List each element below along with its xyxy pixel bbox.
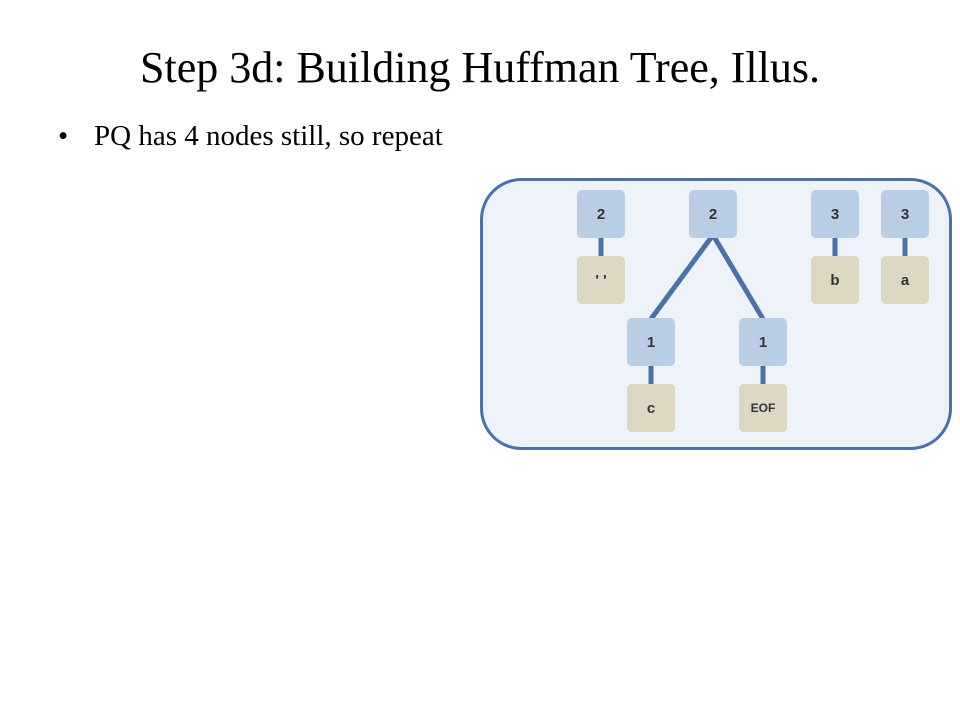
freq-node-eof: 1: [739, 318, 787, 366]
char-node-c: c: [627, 384, 675, 432]
bullet-text: PQ has 4 nodes still, so repeat: [94, 120, 443, 152]
char-node-space: ' ': [577, 256, 625, 304]
bullet-list: • PQ has 4 nodes still, so repeat: [58, 115, 443, 157]
freq-node-space: 2: [577, 190, 625, 238]
edge-internal-to-c: [648, 233, 716, 321]
char-node-eof: EOF: [739, 384, 787, 432]
tree-edges: [480, 178, 952, 450]
edge-internal-to-eof: [710, 233, 766, 321]
freq-node-a: 3: [881, 190, 929, 238]
freq-node-internal: 2: [689, 190, 737, 238]
bullet-dot-icon: •: [58, 120, 69, 152]
priority-queue-panel: 2 ' ' 2 3 b 3 a 1 c 1 EOF: [480, 178, 952, 450]
freq-node-c: 1: [627, 318, 675, 366]
bullet-item: • PQ has 4 nodes still, so repeat: [58, 115, 443, 157]
freq-node-b: 3: [811, 190, 859, 238]
char-node-b: b: [811, 256, 859, 304]
char-node-a: a: [881, 256, 929, 304]
slide-title: Step 3d: Building Huffman Tree, Illus.: [140, 43, 820, 92]
